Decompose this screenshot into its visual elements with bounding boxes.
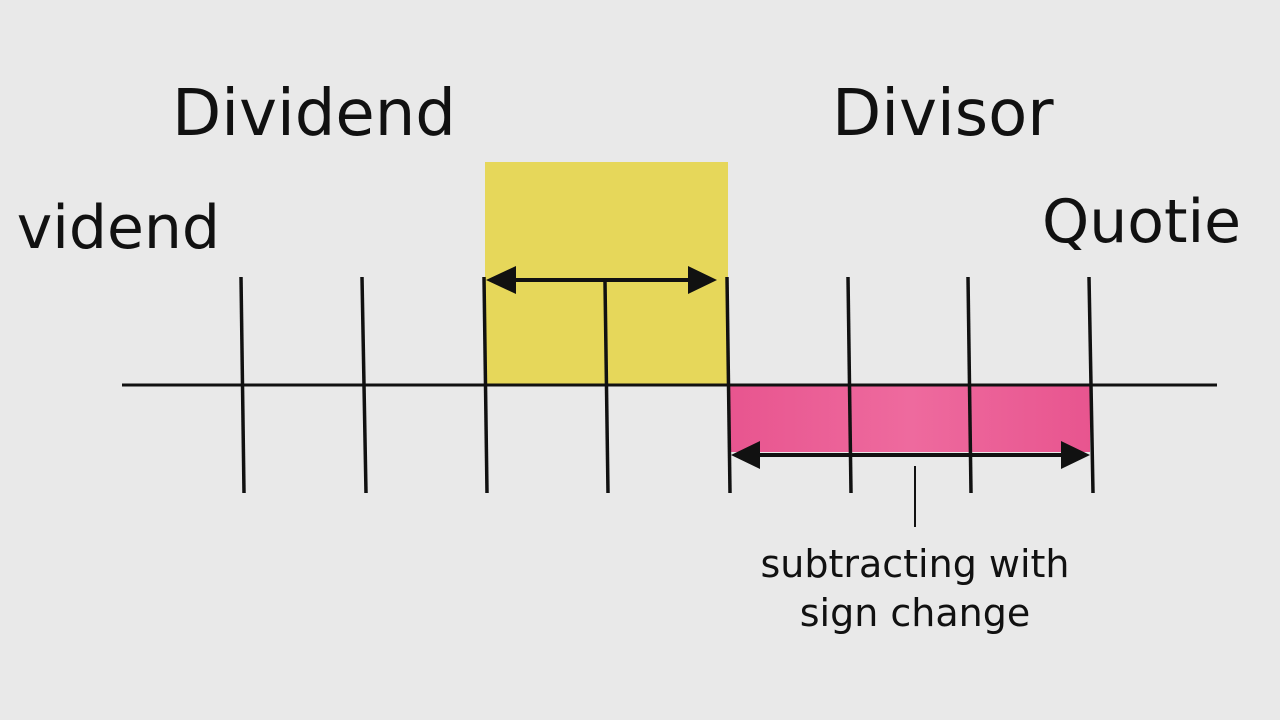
tick-mark <box>239 276 246 494</box>
tick-mark <box>725 276 732 494</box>
annotation-line-2: sign change <box>799 591 1031 636</box>
tick-mark <box>1087 276 1095 494</box>
dividend-label-cropped: vidend <box>16 193 220 263</box>
tick-mark <box>360 276 368 494</box>
pink-span-arrow <box>731 441 1090 469</box>
tick-mark <box>966 276 973 494</box>
dividend-label: Dividend <box>172 77 456 151</box>
tick-mark <box>846 276 853 494</box>
divisor-label: Divisor <box>832 77 1054 151</box>
pink-interval <box>730 386 1090 452</box>
annotation-line-1: subtracting with <box>760 542 1070 586</box>
yellow-span-arrow <box>486 266 717 294</box>
tick-mark <box>603 281 610 494</box>
quotient-label-cropped: Quotie <box>1042 187 1242 257</box>
annotation-text: subtracting with sign change <box>700 540 1130 639</box>
tick-mark <box>482 276 489 494</box>
